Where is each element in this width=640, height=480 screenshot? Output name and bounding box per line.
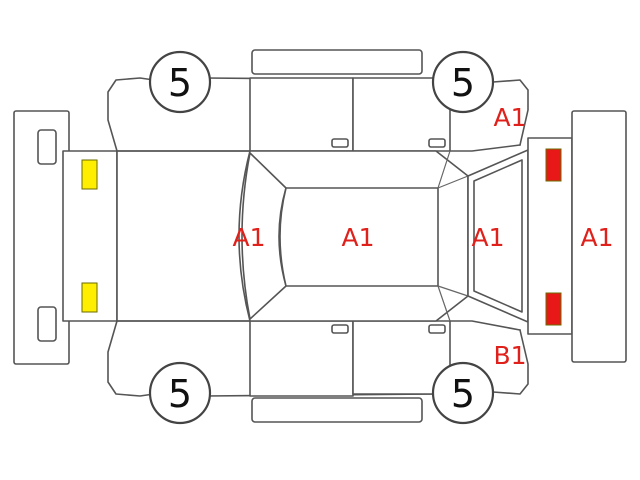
damage-code-rear-door-bottom: B1 <box>493 341 526 370</box>
left-front-door-handle <box>331 138 349 148</box>
front-bumper-slot-bottom <box>37 306 57 342</box>
rear-pillar-lines <box>437 150 451 322</box>
rear-bumper <box>571 110 627 363</box>
left-rear-fender <box>492 79 529 146</box>
tyre-front-right: 5 <box>148 361 212 425</box>
front-lamp-bottom <box>81 282 98 313</box>
front-bumper-slot-top <box>37 129 57 165</box>
right-side-panels <box>107 320 529 423</box>
right-front-fender <box>107 320 155 397</box>
hood-panel <box>116 150 251 322</box>
tyre-front-left: 5 <box>148 50 212 114</box>
damage-code-rear-window: A1 <box>471 223 504 252</box>
rear-window-glass <box>473 159 523 313</box>
roof-panel <box>279 187 439 287</box>
tyre-score: 5 <box>168 372 192 416</box>
rear-lamp-bottom <box>545 292 562 326</box>
right-rear-door-handle <box>428 324 446 334</box>
front-lamp-top <box>81 159 98 190</box>
left-rear-door-handle <box>428 138 446 148</box>
cabin <box>238 150 469 322</box>
damage-code-rear-bumper: A1 <box>580 223 613 252</box>
tyre-score: 5 <box>451 372 475 416</box>
c-pillars <box>437 175 469 297</box>
tyre-circle <box>148 361 212 425</box>
right-front-door-handle <box>331 324 349 334</box>
left-rear-quarter <box>449 144 521 152</box>
tyre-score: 5 <box>168 61 192 105</box>
tyre-rear-left: 5 <box>431 50 495 114</box>
right-rear-quarter <box>449 320 521 331</box>
left-side-panels <box>107 49 529 152</box>
tyre-circle <box>431 361 495 425</box>
left-front-fender <box>107 77 155 152</box>
damage-code-rear-door-top: A1 <box>493 103 526 132</box>
tyre-rear-right: 5 <box>431 361 495 425</box>
damage-code-left-fender: A1 <box>232 223 265 252</box>
damage-code-roof: A1 <box>341 223 374 252</box>
rear-lamp-top <box>545 148 562 182</box>
right-side-step <box>251 397 423 423</box>
front-bumper <box>13 110 70 365</box>
tyre-circle <box>431 50 495 114</box>
tyre-score: 5 <box>451 61 475 105</box>
tyre-circle <box>148 50 212 114</box>
rear-section <box>467 110 627 363</box>
right-rear-fender <box>492 329 529 395</box>
left-side-step <box>251 49 423 75</box>
